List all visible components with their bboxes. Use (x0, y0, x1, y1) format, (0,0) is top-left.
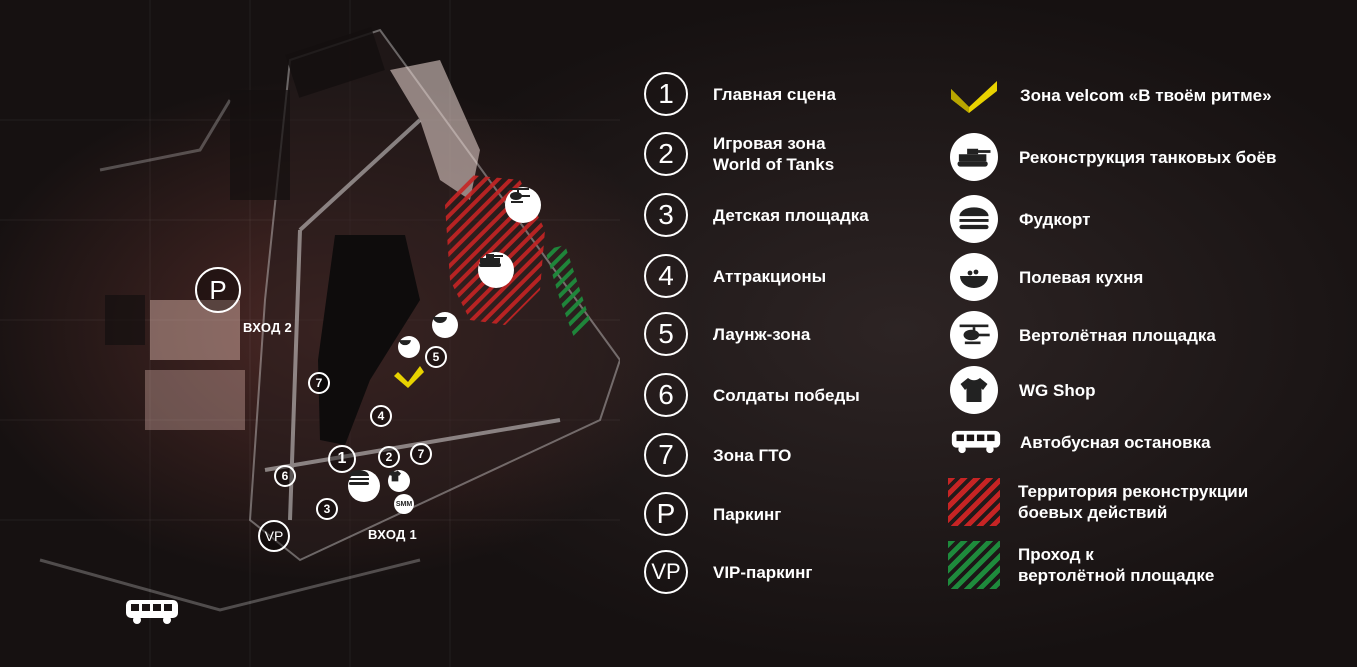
number-6-badge: 6 (644, 373, 688, 417)
building-block (230, 90, 290, 200)
number-2-badge: 2 (644, 132, 688, 176)
legend-item-attractions: 4 Аттракционы (644, 254, 826, 298)
legend-label: Территория реконструкции боевых действий (1018, 482, 1249, 522)
burger-icon (349, 470, 369, 485)
lounge-marker[interactable]: 5 (425, 346, 447, 368)
parking-badge: P (644, 492, 688, 536)
legend-label: VIP-паркинг (713, 562, 813, 582)
legend-item-soldiers: 6 Солдаты победы (644, 373, 860, 417)
legend-label: Фудкорт (1019, 209, 1091, 229)
red-hatch-icon (948, 478, 1000, 526)
legend-label: Детская площадка (713, 205, 869, 225)
gto-zone-marker[interactable]: 7 (308, 372, 330, 394)
legend-item-field-kitchen: Полевая кухня (950, 253, 1143, 301)
legend-item-parking: P Паркинг (644, 492, 781, 536)
number-3-badge: 3 (644, 193, 688, 237)
site-map: ВХОД 2 ВХОД 1 P VP 1 2 3 4 5 6 7 7 SMM (0, 0, 620, 667)
kids-zone-marker[interactable]: 3 (316, 498, 338, 520)
helicopter-pad-marker[interactable] (505, 187, 541, 223)
lake (318, 235, 420, 445)
legend-item-vip-parking: VP VIP-паркинг (644, 550, 812, 594)
velcom-check-icon (948, 74, 1000, 116)
green-hatch-icon (948, 541, 1000, 589)
field-kitchen-marker[interactable] (398, 336, 420, 358)
legend-item-helipad-passage: Проход к вертолётной площадке (948, 541, 1214, 589)
legend-item-main-stage: 1 Главная сцена (644, 72, 836, 116)
outer-roads (39, 99, 421, 612)
legend-item-kids-zone: 3 Детская площадка (644, 193, 869, 237)
entrance-1-label: ВХОД 1 (368, 527, 418, 542)
attractions-marker[interactable]: 4 (370, 405, 392, 427)
tank-icon (950, 133, 998, 181)
legend-label: Проход к вертолётной площадке (1018, 545, 1215, 585)
legend-item-helipad: Вертолётная площадка (950, 311, 1216, 359)
legend-label: Паркинг (713, 504, 782, 524)
burger-icon (950, 195, 998, 243)
legend-label: Солдаты победы (713, 385, 860, 405)
number-7-badge: 7 (644, 433, 688, 477)
main-stage-marker[interactable]: 1 (328, 445, 356, 473)
field-kitchen-icon (433, 317, 447, 323)
game-zone-marker[interactable]: 2 (378, 446, 400, 468)
number-5-badge: 5 (644, 312, 688, 356)
legend-item-game-zone: 2 Игровая зона World of Tanks (644, 132, 834, 176)
vip-parking-marker[interactable]: VP (258, 520, 290, 552)
legend-item-bus-stop: Автобусная остановка (950, 428, 1211, 456)
field-kitchen-marker[interactable] (432, 312, 458, 338)
legend-label: Аттракционы (713, 266, 827, 286)
legend-item-reconstruction-zone: Территория реконструкции боевых действий (948, 478, 1248, 526)
legend-item-tank-battles: Реконструкция танковых боёв (950, 133, 1276, 181)
building-hangar (285, 27, 385, 98)
legend-item-food-court: Фудкорт (950, 195, 1091, 243)
legend-label: Реконструкция танковых боёв (1019, 147, 1277, 167)
legend-label: Лаунж-зона (713, 324, 811, 344)
number-1-badge: 1 (644, 72, 688, 116)
vip-parking-badge: VP (644, 550, 688, 594)
tank-icon (479, 254, 503, 267)
helicopter-passage-zone (545, 245, 590, 340)
field-kitchen-icon (950, 253, 998, 301)
smm-marker[interactable]: SMM (394, 494, 414, 514)
legend-label: Вертолётная площадка (1019, 325, 1216, 345)
hill-area (390, 60, 480, 200)
food-court-marker[interactable] (348, 470, 380, 502)
wg-shop-marker[interactable] (388, 470, 410, 492)
number-4-badge: 4 (644, 254, 688, 298)
legend-item-wg-shop: WG Shop (950, 366, 1095, 414)
gto-zone-marker[interactable]: 7 (410, 443, 432, 465)
legend-label: Главная сцена (713, 84, 836, 104)
helicopter-icon (507, 188, 530, 203)
tshirt-icon (389, 470, 401, 482)
bus-stop-marker[interactable] (124, 598, 180, 628)
legend-label: Зона ГТО (713, 445, 792, 465)
soldiers-marker[interactable]: 6 (274, 465, 296, 487)
parking-marker[interactable]: P (195, 267, 241, 313)
legend-label: Зона velcom «В твоём ритме» (1020, 85, 1272, 105)
helicopter-icon (950, 311, 998, 359)
site-map-drawing (0, 0, 620, 667)
field-area (145, 370, 245, 430)
legend-item-lounge: 5 Лаунж-зона (644, 312, 810, 356)
legend-label: Автобусная остановка (1020, 432, 1211, 452)
tank-battle-marker[interactable] (478, 252, 514, 288)
legend-label: WG Shop (1019, 380, 1096, 400)
building-block (105, 295, 145, 345)
field-kitchen-icon (399, 340, 411, 346)
bus-icon (950, 428, 1002, 456)
entrance-2-label: ВХОД 2 (243, 320, 293, 335)
legend-label: Полевая кухня (1019, 267, 1144, 287)
legend-item-velcom: Зона velcom «В твоём ритме» (948, 74, 1272, 116)
legend-label: Игровая зона World of Tanks (713, 134, 835, 174)
velcom-zone-marker (394, 366, 424, 388)
legend-item-gto: 7 Зона ГТО (644, 433, 791, 477)
tshirt-icon (950, 366, 998, 414)
bus-icon (126, 600, 178, 624)
